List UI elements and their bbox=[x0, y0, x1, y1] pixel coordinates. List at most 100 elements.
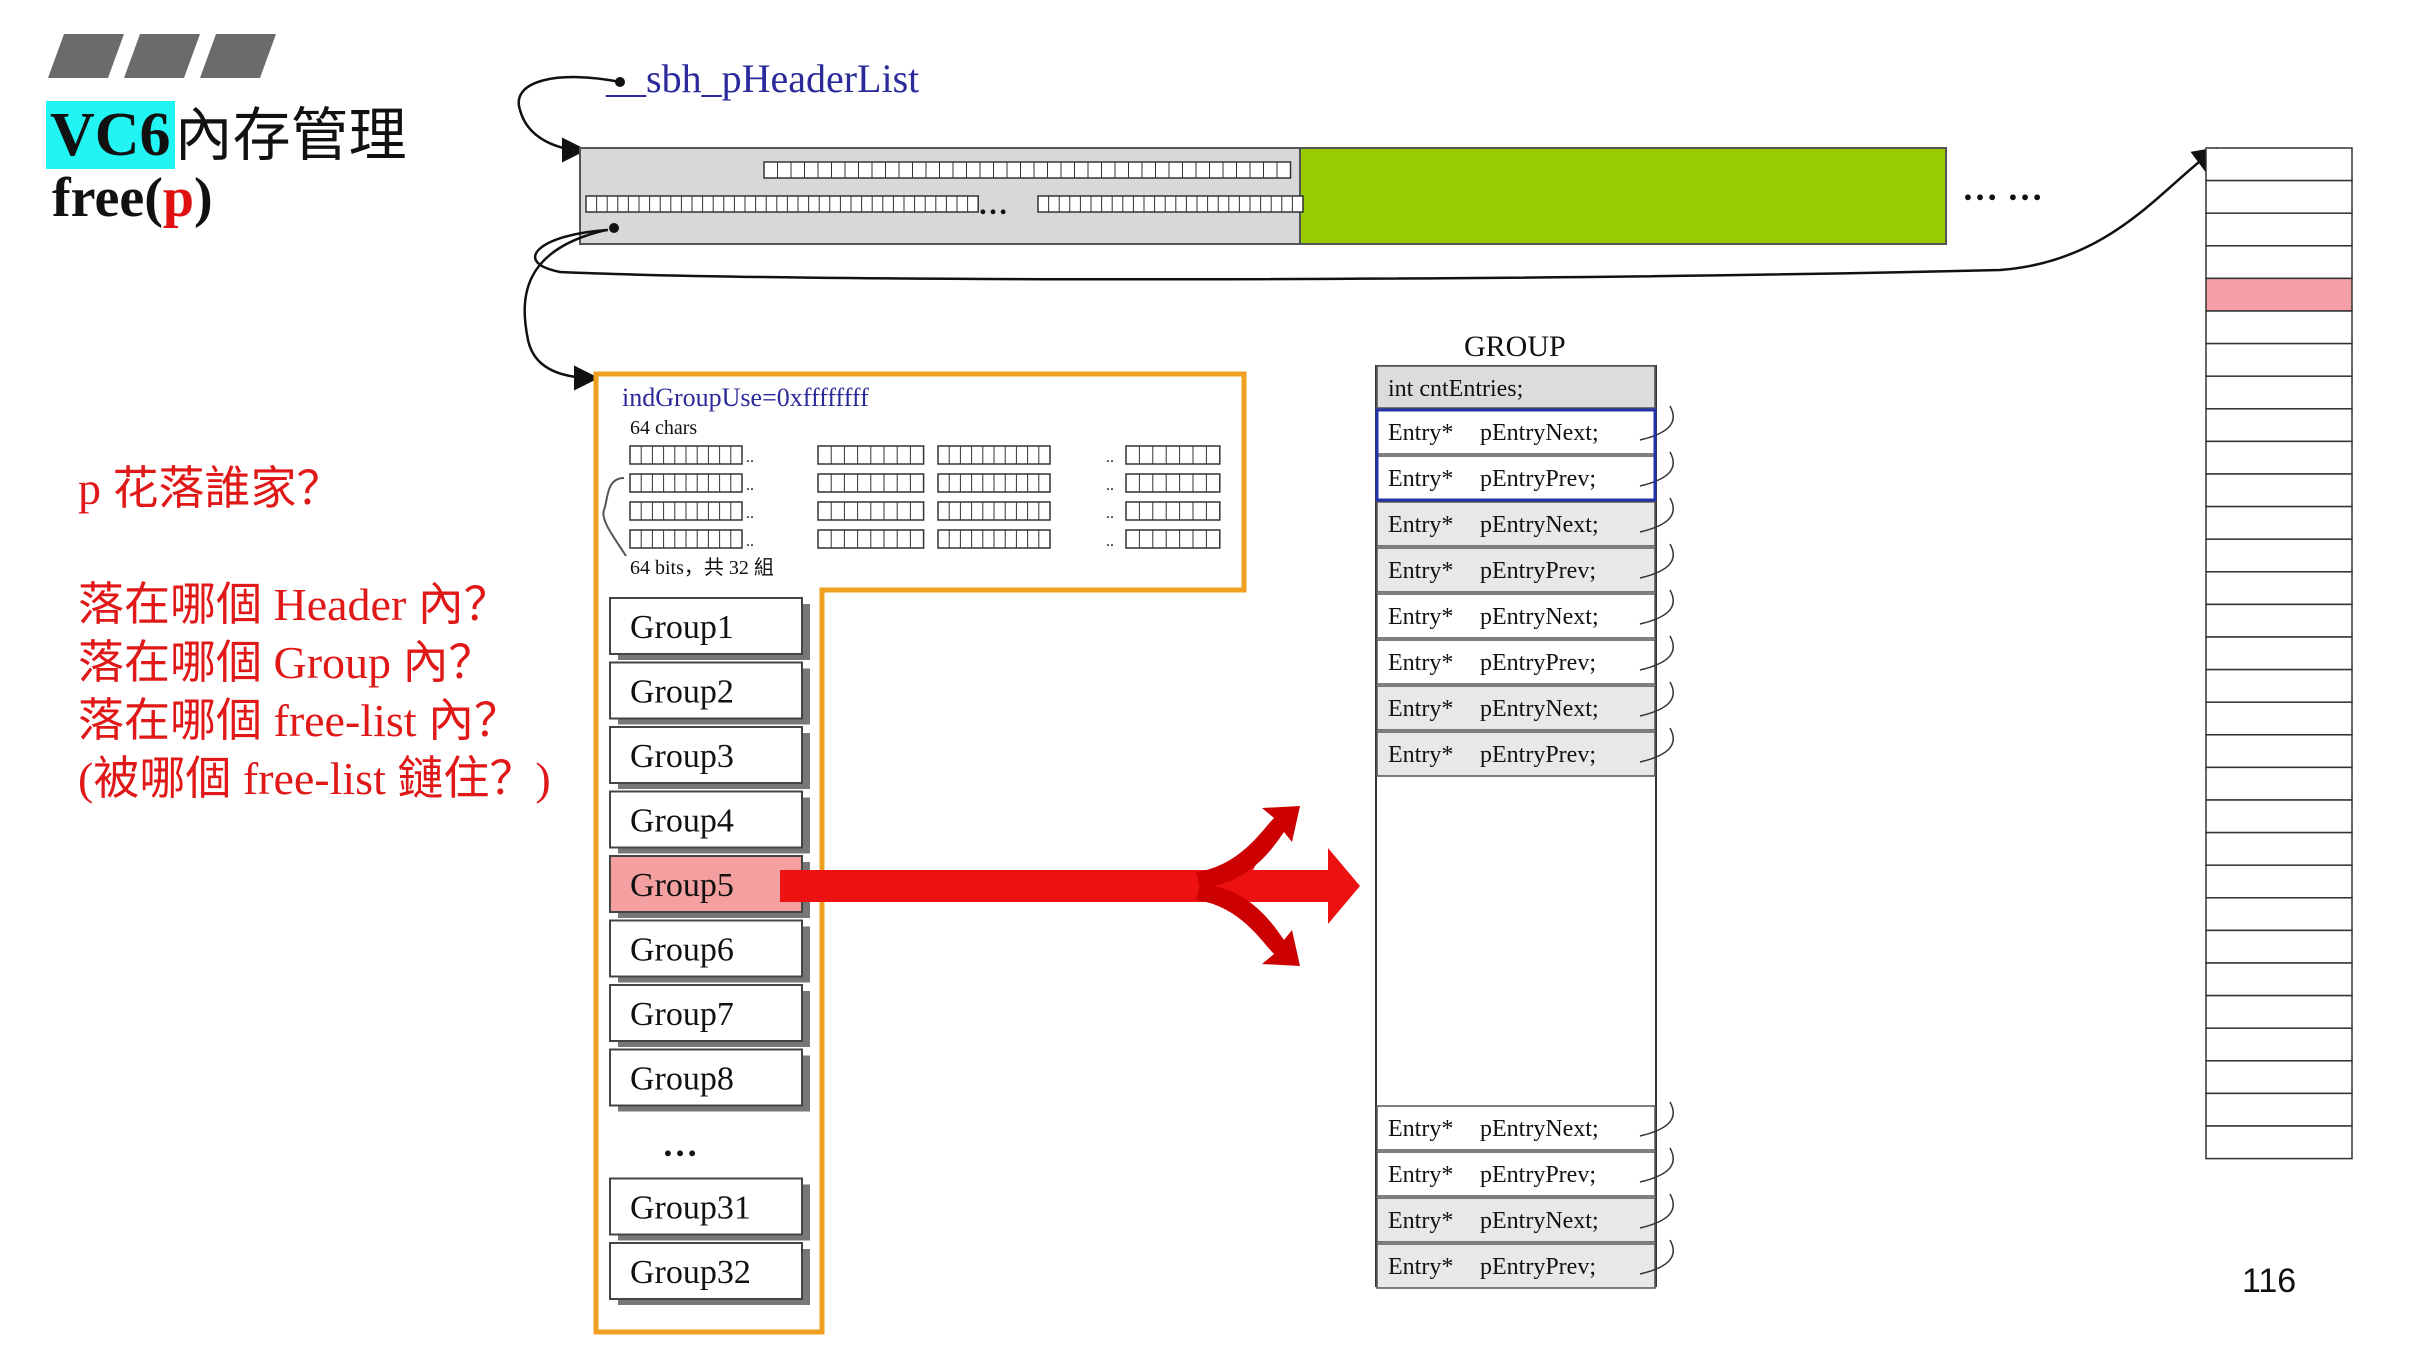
question-4: 落在哪個 free-list 內？ bbox=[78, 695, 521, 746]
group-struct-row bbox=[1376, 1243, 1656, 1289]
entry-pointer-field: pEntryNext; bbox=[1480, 512, 1599, 538]
region-bit-ellipsis: .. bbox=[1106, 505, 1114, 522]
group-label: Group6 bbox=[630, 932, 734, 969]
group-struct-title: GROUP bbox=[1464, 330, 1566, 363]
page-row bbox=[2205, 375, 2353, 410]
page-row bbox=[2205, 701, 2353, 736]
page-row bbox=[2205, 212, 2353, 247]
page-row bbox=[2205, 962, 2353, 997]
group-struct-row bbox=[1376, 593, 1656, 639]
group-label: Group4 bbox=[630, 803, 734, 840]
entry-pointer-field: pEntryPrev; bbox=[1480, 650, 1596, 676]
bit-cell-row bbox=[763, 161, 1292, 179]
page-row bbox=[2205, 342, 2353, 377]
region-bit-ellipsis: .. bbox=[746, 533, 754, 550]
entry-type: Entry* bbox=[1388, 1254, 1453, 1280]
group-struct: int cntEntries;Entry*pEntryNext;Entry*pE… bbox=[1375, 365, 1674, 1289]
pointer-to-region-arrow bbox=[523, 228, 607, 391]
slide-subtitle: free(p) bbox=[52, 166, 213, 230]
entry-type: Entry* bbox=[1388, 558, 1453, 584]
title-decoration bbox=[48, 34, 276, 78]
entry-type: Entry* bbox=[1388, 420, 1453, 446]
bits-brace bbox=[602, 477, 627, 557]
subtitle-arg: p bbox=[162, 167, 195, 229]
region-box bbox=[593, 371, 1247, 1335]
question-1: p 花落誰家？ bbox=[78, 463, 343, 514]
region-bit-cell-row bbox=[1125, 445, 1221, 465]
group-list: Group1Group2Group3Group4Group5Group6Grou… bbox=[609, 597, 810, 1305]
entry-type: Entry* bbox=[1388, 1116, 1453, 1142]
page-row bbox=[2205, 310, 2353, 345]
header-bar: … bbox=[579, 147, 1947, 245]
entry-type: Entry* bbox=[1388, 512, 1453, 538]
page-row bbox=[2205, 994, 2353, 1029]
group-label: Group5 bbox=[630, 867, 734, 904]
page-row bbox=[2205, 538, 2353, 573]
page-row bbox=[2205, 1027, 2353, 1062]
pointer-dot bbox=[609, 223, 619, 233]
entry-type: Entry* bbox=[1388, 1162, 1453, 1188]
page-row bbox=[2205, 668, 2353, 703]
entry-type: Entry* bbox=[1388, 742, 1453, 768]
group-label: Group3 bbox=[630, 738, 734, 775]
entry-link-arrow bbox=[1639, 1193, 1674, 1229]
header-bar-region bbox=[1299, 147, 1947, 245]
group-label: Group2 bbox=[630, 674, 734, 711]
slide-title: VC6內存管理 bbox=[46, 88, 407, 172]
region-bit-cell-row bbox=[1125, 501, 1221, 521]
region-bitvector-cells: ................ bbox=[629, 445, 1221, 550]
entry-type: Entry* bbox=[1388, 604, 1453, 630]
entry-link-arrow bbox=[1639, 635, 1674, 671]
group-box bbox=[609, 790, 803, 849]
page-row bbox=[2205, 897, 2353, 932]
bit-cell-row bbox=[585, 195, 979, 213]
entry-link-arrow bbox=[1639, 681, 1674, 717]
chars-label: 64 chars bbox=[630, 417, 697, 439]
entry-pointer-field: pEntryNext; bbox=[1480, 1208, 1599, 1234]
group-struct-row bbox=[1376, 409, 1656, 455]
entry-link-arrow bbox=[1639, 497, 1674, 533]
pointer-to-pages-arrow bbox=[534, 147, 2219, 281]
page-row bbox=[2205, 179, 2353, 214]
page-row bbox=[2205, 440, 2353, 475]
group-struct-row bbox=[1376, 685, 1656, 731]
entry-pointer-field: pEntryNext; bbox=[1480, 696, 1599, 722]
region-bit-ellipsis: .. bbox=[1106, 449, 1114, 466]
group-box bbox=[609, 855, 803, 913]
entry-type: Entry* bbox=[1388, 696, 1453, 722]
page-row bbox=[2205, 929, 2353, 964]
entry-link-arrow bbox=[1639, 543, 1674, 579]
header-list-ellipsis: … … bbox=[1962, 168, 2043, 208]
region-bit-ellipsis: .. bbox=[1106, 533, 1114, 550]
page-row bbox=[2205, 1092, 2353, 1127]
region-bit-cell-row bbox=[1125, 529, 1221, 549]
group-ellipsis: … bbox=[662, 1124, 698, 1164]
header-list-arrow bbox=[517, 75, 621, 163]
page-number: 116 bbox=[2242, 1262, 2297, 1300]
subtitle-close: ) bbox=[194, 167, 213, 229]
entry-pointer-field: pEntryPrev; bbox=[1480, 466, 1596, 492]
bit-cell-row bbox=[1037, 195, 1304, 213]
entry-link-arrow bbox=[1639, 1147, 1674, 1183]
header-list-label: __sbh_pHeaderList bbox=[605, 56, 919, 101]
page-row-highlighted bbox=[2205, 277, 2353, 312]
title-vc6: VC6 bbox=[46, 101, 175, 169]
group-box bbox=[609, 1048, 803, 1107]
entry-type: Entry* bbox=[1388, 466, 1453, 492]
group-label: Group8 bbox=[630, 1061, 734, 1098]
page-column bbox=[2205, 147, 2353, 1160]
page-row bbox=[2205, 1125, 2353, 1160]
title-memory-management: 內存管理 bbox=[174, 101, 407, 169]
group-box bbox=[609, 1242, 803, 1300]
entry-link-arrow bbox=[1639, 1101, 1674, 1137]
page-row bbox=[2205, 473, 2353, 508]
entry-link-arrow bbox=[1639, 727, 1674, 763]
entry-pointer-field: pEntryPrev; bbox=[1480, 742, 1596, 768]
page-row bbox=[2205, 408, 2353, 443]
group-box bbox=[609, 597, 803, 655]
region-bit-ellipsis: .. bbox=[746, 505, 754, 522]
page-row bbox=[2205, 603, 2353, 638]
region-bit-ellipsis: .. bbox=[746, 449, 754, 466]
page-row bbox=[2205, 734, 2353, 769]
